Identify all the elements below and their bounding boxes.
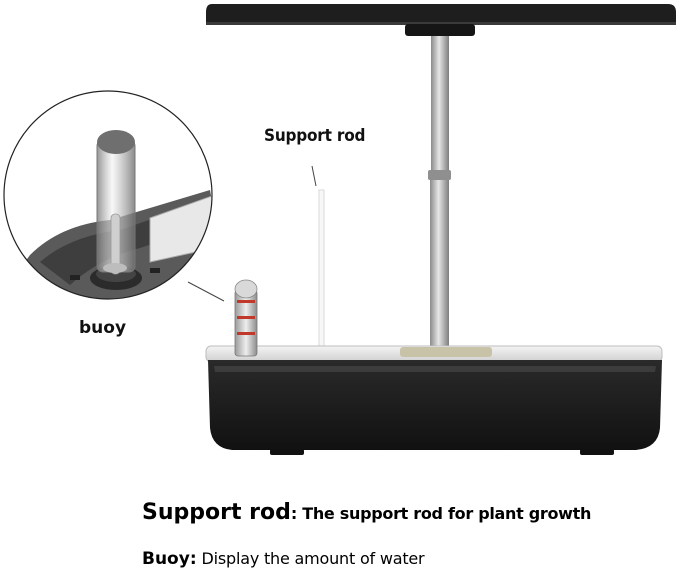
caption-term: Support rod (142, 500, 291, 525)
support-rod-callout: Support rod (264, 126, 366, 146)
caption-term: Buoy: (142, 549, 197, 569)
planter-base (208, 360, 662, 455)
caption-description: Display the amount of water (196, 549, 425, 568)
buoy-indicator (187, 279, 258, 357)
caption-description: : The support rod for plant growth (290, 504, 592, 523)
caption-support-rod: Support rod: The support rod for plant g… (142, 500, 591, 525)
support-rod-stick (311, 165, 325, 359)
buoy-callout: buoy (79, 318, 127, 338)
lamp-head (206, 4, 676, 36)
telescopic-rod (428, 36, 451, 350)
caption-buoy: Buoy: Display the amount of water (142, 549, 425, 569)
planter-tray (205, 345, 663, 363)
